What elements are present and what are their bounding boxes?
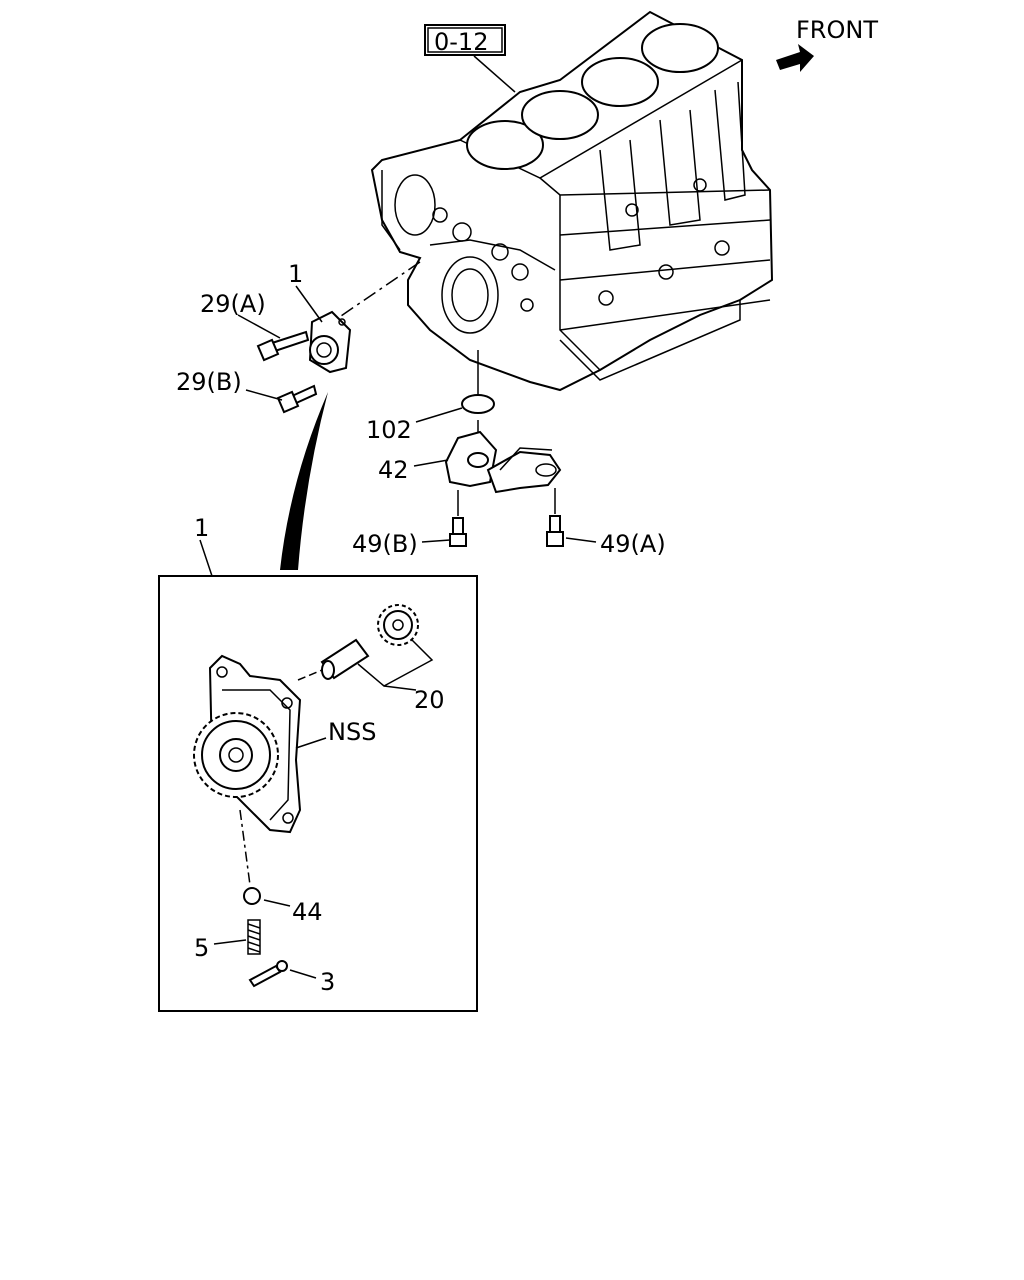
leader-42: [413, 459, 449, 467]
leader-5: [213, 939, 247, 945]
front-label: FRONT: [796, 16, 878, 44]
front-arrow-icon: [776, 44, 814, 72]
detail-box: [158, 575, 478, 1012]
pin-3[interactable]: [248, 960, 288, 988]
leader-29b: [245, 389, 283, 401]
leader-29a: [237, 314, 281, 339]
oil-strainer-42[interactable]: [444, 430, 562, 494]
leader-3: [289, 969, 317, 979]
oring-102[interactable]: [461, 394, 495, 414]
detail-pointer: [280, 392, 328, 570]
leader-nss: [295, 737, 327, 749]
mount-centerline: [337, 261, 421, 319]
leader-1-box: [199, 539, 213, 577]
label-49b: 49(B): [352, 530, 418, 558]
leader-1-top: [295, 285, 323, 323]
shaft-centerline: [297, 669, 323, 681]
leader-44: [263, 899, 291, 907]
bolt-29b[interactable]: [276, 384, 318, 414]
label-nss: NSS: [328, 718, 376, 746]
label-42: 42: [378, 456, 409, 484]
label-102: 102: [366, 416, 412, 444]
engine-block: [370, 10, 774, 392]
reference-box[interactable]: 0-12: [424, 24, 506, 56]
bolt-49a[interactable]: [546, 515, 564, 547]
relief-centerline: [239, 809, 251, 886]
shaft-gear-20[interactable]: [320, 604, 419, 680]
oil-pump-small[interactable]: [308, 310, 352, 374]
label-5: 5: [194, 934, 209, 962]
reference-leader: [473, 55, 516, 93]
label-29a: 29(A): [200, 290, 266, 318]
reference-label: 0-12: [434, 28, 488, 56]
leader-49b: [421, 539, 451, 543]
label-20: 20: [414, 686, 445, 714]
label-29b: 29(B): [176, 368, 242, 396]
leader-49a: [565, 537, 597, 543]
label-1-box: 1: [194, 514, 209, 542]
leader-20: [383, 685, 417, 691]
label-49a: 49(A): [600, 530, 666, 558]
bracket-20: [357, 639, 434, 687]
ball-44[interactable]: [243, 887, 261, 905]
label-1-top: 1: [288, 260, 303, 288]
spring-5[interactable]: [247, 919, 261, 955]
leader-102: [415, 407, 463, 423]
bolt-49b[interactable]: [449, 517, 467, 547]
label-44: 44: [292, 898, 323, 926]
drive-gear-icon: [193, 712, 279, 798]
label-3: 3: [320, 968, 335, 996]
bolt-29a[interactable]: [256, 330, 310, 362]
